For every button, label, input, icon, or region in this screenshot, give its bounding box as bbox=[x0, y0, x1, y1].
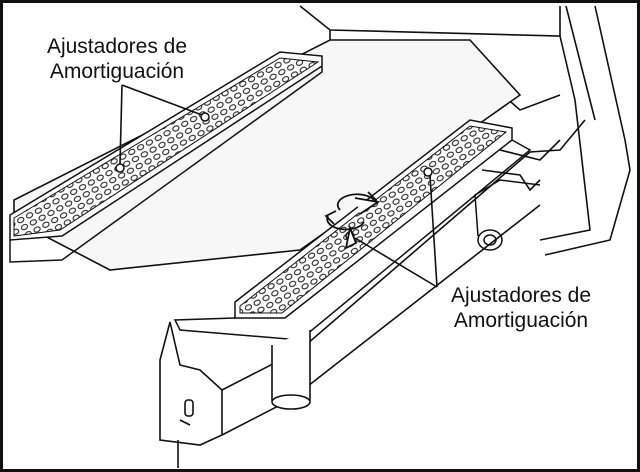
callout-top-line1: Ajustadores de bbox=[46, 35, 188, 58]
callout-top-line2: Amortiguación bbox=[49, 60, 185, 83]
callout-label-top: Ajustadores de Amortiguación bbox=[28, 34, 206, 84]
bottom-rail-adjuster bbox=[423, 167, 433, 177]
callout-bottom-line1: Ajustadores de bbox=[450, 284, 592, 307]
right-rail bbox=[173, 119, 532, 341]
callout-leader-lines bbox=[119, 84, 438, 288]
rotate-arrows-icon bbox=[324, 191, 381, 250]
running-belt bbox=[13, 39, 522, 271]
callout-label-bottom: Ajustadores de Amortiguación bbox=[432, 283, 610, 333]
left-rail bbox=[9, 51, 323, 263]
top-rail-adjuster bbox=[115, 163, 125, 173]
top-rail-adjuster bbox=[200, 112, 210, 122]
front-leg bbox=[271, 330, 311, 410]
callout-bottom-line2: Amortiguación bbox=[453, 309, 589, 332]
